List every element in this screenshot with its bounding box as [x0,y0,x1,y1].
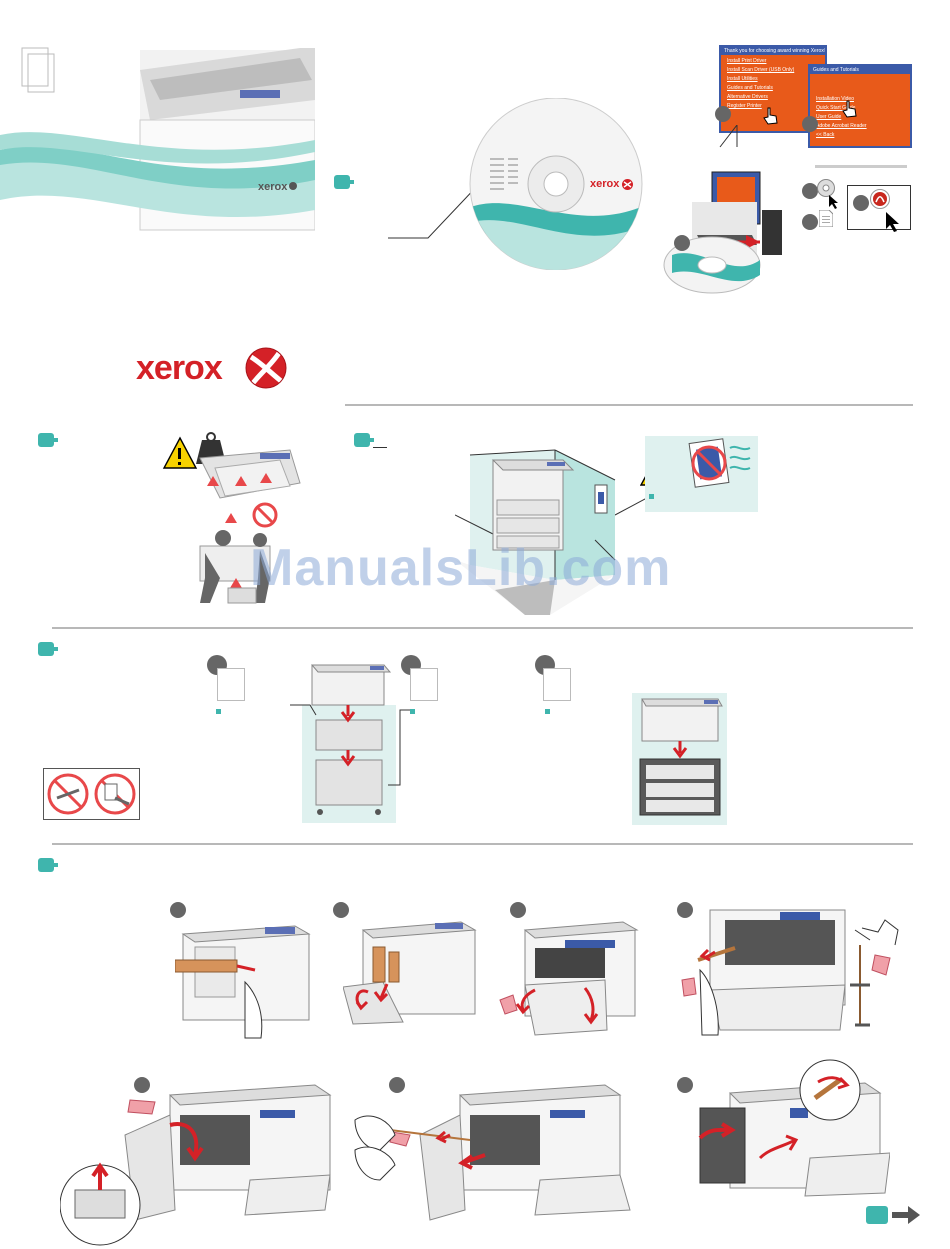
menu-item-install-scan-driver[interactable]: Install Scan Driver (USB Only) [727,67,795,73]
step-number-badge [802,183,818,199]
note-marker [649,494,654,499]
divider [815,165,907,168]
step-number-badge [389,1077,405,1093]
divider [52,843,913,845]
section-marker-clearance [354,433,374,447]
section-marker-lifting [38,433,58,447]
acrobat-icon [870,189,890,209]
open-tray-step-illustration [343,921,477,1025]
step-number-badge [333,902,349,918]
remove-packing-step-illustration [354,1084,631,1221]
menu-item-install-utilities[interactable]: Install Utilities [727,76,758,82]
installer-window-title: Thank you for choosing award winning Xer… [721,47,825,55]
menu-item-install-print-driver[interactable]: Install Print Driver [727,58,767,64]
stand-assembly-illustration [290,664,410,823]
step-number-badge [715,106,731,122]
cd-illustration [388,98,643,270]
no-vent-blocking-icon [688,438,751,488]
xerox-logo-icon [245,347,287,389]
note-marker [410,709,415,714]
instruction-sheet-icon [543,668,571,701]
pointer-hand-icon [842,100,857,118]
section-marker-unpacking [38,858,58,872]
guides-window-title: Guides and Tutorials [810,66,910,74]
clearance-room-illustration [455,449,616,615]
menu-item-adobe-reader[interactable]: Adobe Acrobat Reader [816,123,867,129]
no-power-cord-icons [43,768,140,820]
step-number-badge [170,902,186,918]
step-number-badge [134,1077,150,1093]
pointer-icon [829,195,838,209]
next-page-marker [866,1206,888,1224]
remove-tape-step-illustration [175,925,311,1039]
open-left-door-step-illustration [60,1084,332,1246]
cd-icon [817,179,835,197]
watermark-text: ManualsLib.com [250,539,672,597]
section-marker-trays [38,642,58,656]
cd-logo-icon [622,179,633,190]
pointer-hand-icon [763,107,778,125]
close-door-step-illustration [698,1059,890,1197]
menu-item-back[interactable]: << Back [816,132,835,138]
printer-hero-illustration: xerox [0,47,315,231]
section-marker-software [334,175,354,189]
step-number-badge [802,116,818,132]
step-number-badge [677,1077,693,1093]
lifting-warning-illustration [162,432,301,604]
next-arrow-icon [892,1206,920,1224]
menu-item-installation-video[interactable]: Installation Video [816,96,854,102]
menu-item-quick-start-guide[interactable]: Quick Start Guide [816,105,856,111]
instruction-sheet-icon [410,668,438,701]
marker-underline [373,447,387,448]
computer-with-cd-illustration [663,125,782,294]
pointer-icon [886,212,899,232]
step-number-badge [802,214,818,230]
divider [52,627,913,629]
document-icon [819,210,833,227]
svg-text:xerox: xerox [258,181,288,193]
xerox-logo-text: xerox [136,349,223,387]
cd-logo: xerox [590,178,620,190]
note-marker [545,709,550,714]
instruction-sheet-icon [217,668,245,701]
step-number-badge [674,235,690,251]
menu-item-user-guide[interactable]: User Guide [816,114,842,120]
menu-item-register-printer[interactable]: Register Printer [727,103,762,109]
menu-item-alternative-drivers[interactable]: Alternative Drivers [727,94,768,100]
menu-item-guides-tutorials[interactable]: Guides and Tutorials [727,85,773,91]
remove-restraint-step-illustration [681,909,899,1036]
guides-window: Guides and Tutorials Installation Video … [808,64,912,148]
step-number-badge [677,902,693,918]
step-number-badge [853,195,869,211]
acrobat-box [847,185,911,230]
open-front-door-step-illustration [499,921,639,1036]
step-number-badge [510,902,526,918]
note-marker [216,709,221,714]
divider [345,404,913,406]
tray-module-illustration [632,693,727,825]
